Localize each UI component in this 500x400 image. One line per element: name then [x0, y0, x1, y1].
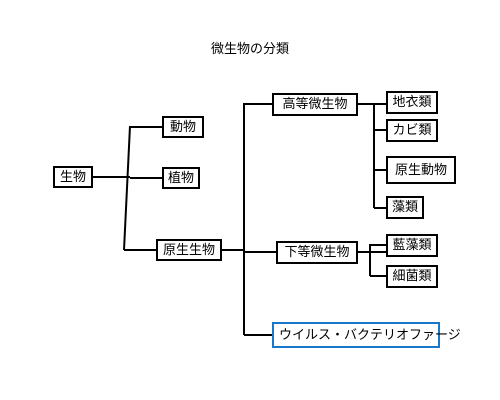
node-chii: 地衣類 — [386, 91, 438, 114]
node-virus-bacteriophage: ウイルス・バクテリオファージ — [272, 322, 461, 348]
node-shokubutsu: 植物 — [162, 167, 200, 189]
node-genseidoubutsu: 原生動物 — [386, 156, 456, 184]
connector-line — [123, 125, 131, 251]
node-doubutsu: 動物 — [162, 116, 204, 138]
node-seibutsu: 生物 — [53, 166, 93, 188]
node-ransou: 藍藻類 — [386, 234, 438, 257]
node-katou-biseibutsu: 下等微生物 — [276, 241, 358, 264]
node-genseiseibutsu: 原生生物 — [156, 239, 222, 261]
node-kabi: カビ類 — [386, 119, 438, 142]
node-sou: 藻類 — [386, 196, 424, 219]
node-koutou-biseibutsu: 高等微生物 — [272, 93, 358, 116]
node-saikin: 細菌類 — [386, 265, 438, 288]
diagram-title: 微生物の分類 — [210, 42, 289, 57]
